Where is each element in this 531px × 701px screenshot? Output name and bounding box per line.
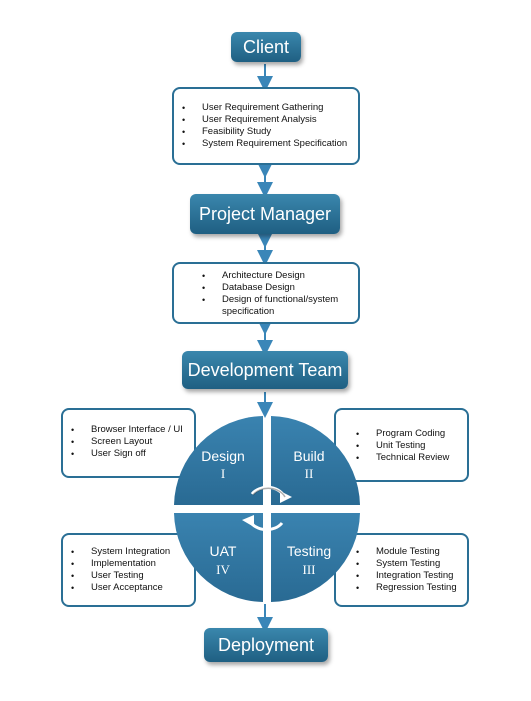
client-label: Client: [242, 37, 290, 57]
uat-task-item: Implementation: [71, 558, 194, 570]
uat-quadrant: [174, 513, 263, 602]
design-label: Design: [201, 448, 245, 464]
uat-label: UAT: [209, 543, 237, 559]
client-task-item: User Requirement Gathering: [182, 102, 358, 114]
development-team-label: Development Team: [187, 360, 343, 380]
design-task-item: Browser Interface / UI: [71, 424, 194, 436]
client-task-item: Feasibility Study: [182, 126, 358, 138]
uat-task-item: User Acceptance: [71, 582, 194, 594]
testing-task-item: Module Testing: [356, 546, 467, 558]
testing-task-item: System Testing: [356, 558, 467, 570]
design-task-item: Screen Layout: [71, 436, 194, 448]
client-task-item: System Requirement Specification: [182, 138, 358, 150]
client-tasks-box: User Requirement Gathering User Requirem…: [172, 87, 360, 165]
uat-task-item: System Integration: [71, 546, 194, 558]
testing-task-item: Regression Testing: [356, 582, 467, 594]
build-tasks-box: Program Coding Unit Testing Technical Re…: [334, 408, 469, 482]
pm-tasks-box: Architecture Design Database Design Desi…: [172, 262, 360, 324]
pm-task-item: Design of functional/system specificatio…: [202, 294, 342, 318]
uat-numeral: IV: [216, 562, 230, 577]
testing-numeral: III: [302, 562, 316, 577]
build-task-item: Program Coding: [356, 428, 467, 440]
project-manager-node: Project Manager: [190, 194, 340, 234]
deployment-node: Deployment: [204, 628, 328, 662]
design-tasks-box: Browser Interface / UI Screen Layout Use…: [61, 408, 196, 478]
build-quadrant: [271, 416, 360, 505]
design-task-item: User Sign off: [71, 448, 194, 460]
client-task-item: User Requirement Analysis: [182, 114, 358, 126]
uat-task-item: User Testing: [71, 570, 194, 582]
project-manager-label: Project Manager: [198, 204, 332, 224]
testing-label: Testing: [286, 543, 332, 559]
testing-tasks-box: Module Testing System Testing Integratio…: [334, 533, 469, 607]
build-task-item: Unit Testing: [356, 440, 467, 452]
testing-quadrant: [271, 513, 360, 602]
build-task-item: Technical Review: [356, 452, 467, 464]
testing-task-item: Integration Testing: [356, 570, 467, 582]
cycle-arrowhead-left: [242, 515, 254, 527]
design-numeral: I: [220, 466, 226, 481]
build-numeral: II: [304, 466, 314, 481]
uat-tasks-box: System Integration Implementation User T…: [61, 533, 196, 607]
pm-task-item: Database Design: [202, 282, 358, 294]
development-team-node: Development Team: [182, 351, 348, 389]
design-quadrant: [174, 416, 263, 505]
build-label: Build: [293, 448, 325, 464]
client-node: Client: [231, 32, 301, 62]
pm-task-item: Architecture Design: [202, 270, 358, 282]
cycle-arrowhead-right: [280, 491, 292, 503]
deployment-label: Deployment: [217, 635, 315, 655]
